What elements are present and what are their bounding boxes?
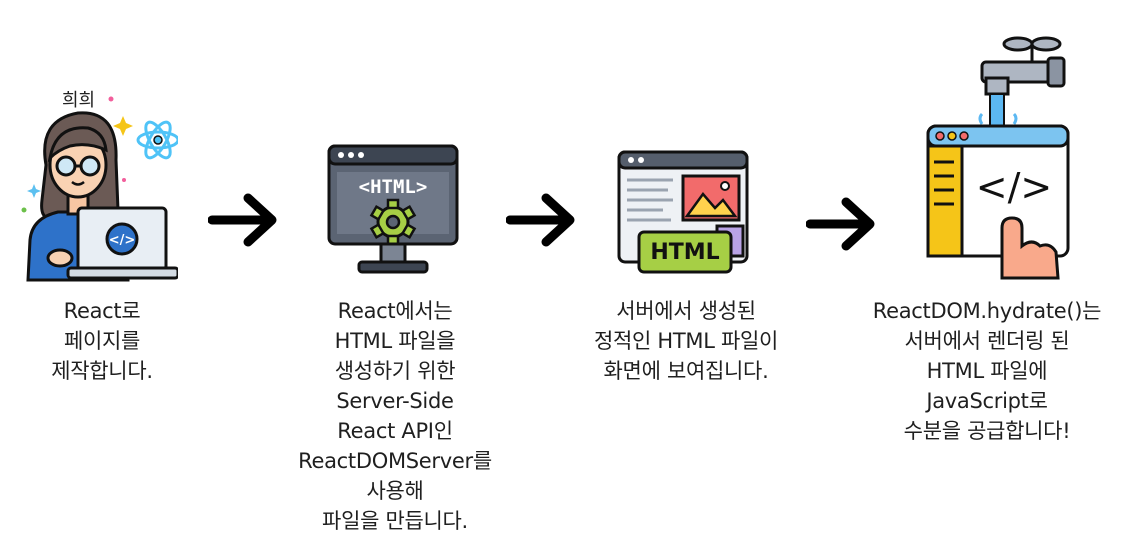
step-1-caption: React로 페이지를 제작합니다. bbox=[51, 299, 153, 383]
faucet-hydrating-window-icon: </> bbox=[926, 36, 1070, 280]
step-3-caption: 서버에서 생성된 정적인 HTML 파일이 화면에 보여집니다. bbox=[593, 299, 779, 383]
step-2-caption: React에서는 HTML 파일을 생성하기 위한 Server-Side Re… bbox=[298, 299, 492, 533]
badge-label: 희희 bbox=[62, 90, 96, 111]
monitor-screen-label: <HTML> bbox=[358, 176, 428, 198]
svg-text:</>: </> bbox=[976, 165, 1052, 209]
html-monitor-gear-icon bbox=[327, 144, 459, 274]
arrow-right-icon bbox=[806, 197, 875, 251]
arrow-right-icon bbox=[208, 193, 277, 247]
arrow-right-icon bbox=[506, 193, 575, 247]
static-html-page-icon bbox=[617, 150, 749, 274]
developer-with-laptop-icon: </> bbox=[21, 96, 178, 282]
step-1-illustration: 희희 </> bbox=[18, 80, 178, 285]
svg-text:</>: </> bbox=[109, 233, 136, 248]
html-badge-label: HTML bbox=[650, 240, 720, 265]
step-4-caption: ReactDOM.hydrate()는 서버에서 렌더링 된 HTML 파일에 … bbox=[872, 299, 1102, 443]
